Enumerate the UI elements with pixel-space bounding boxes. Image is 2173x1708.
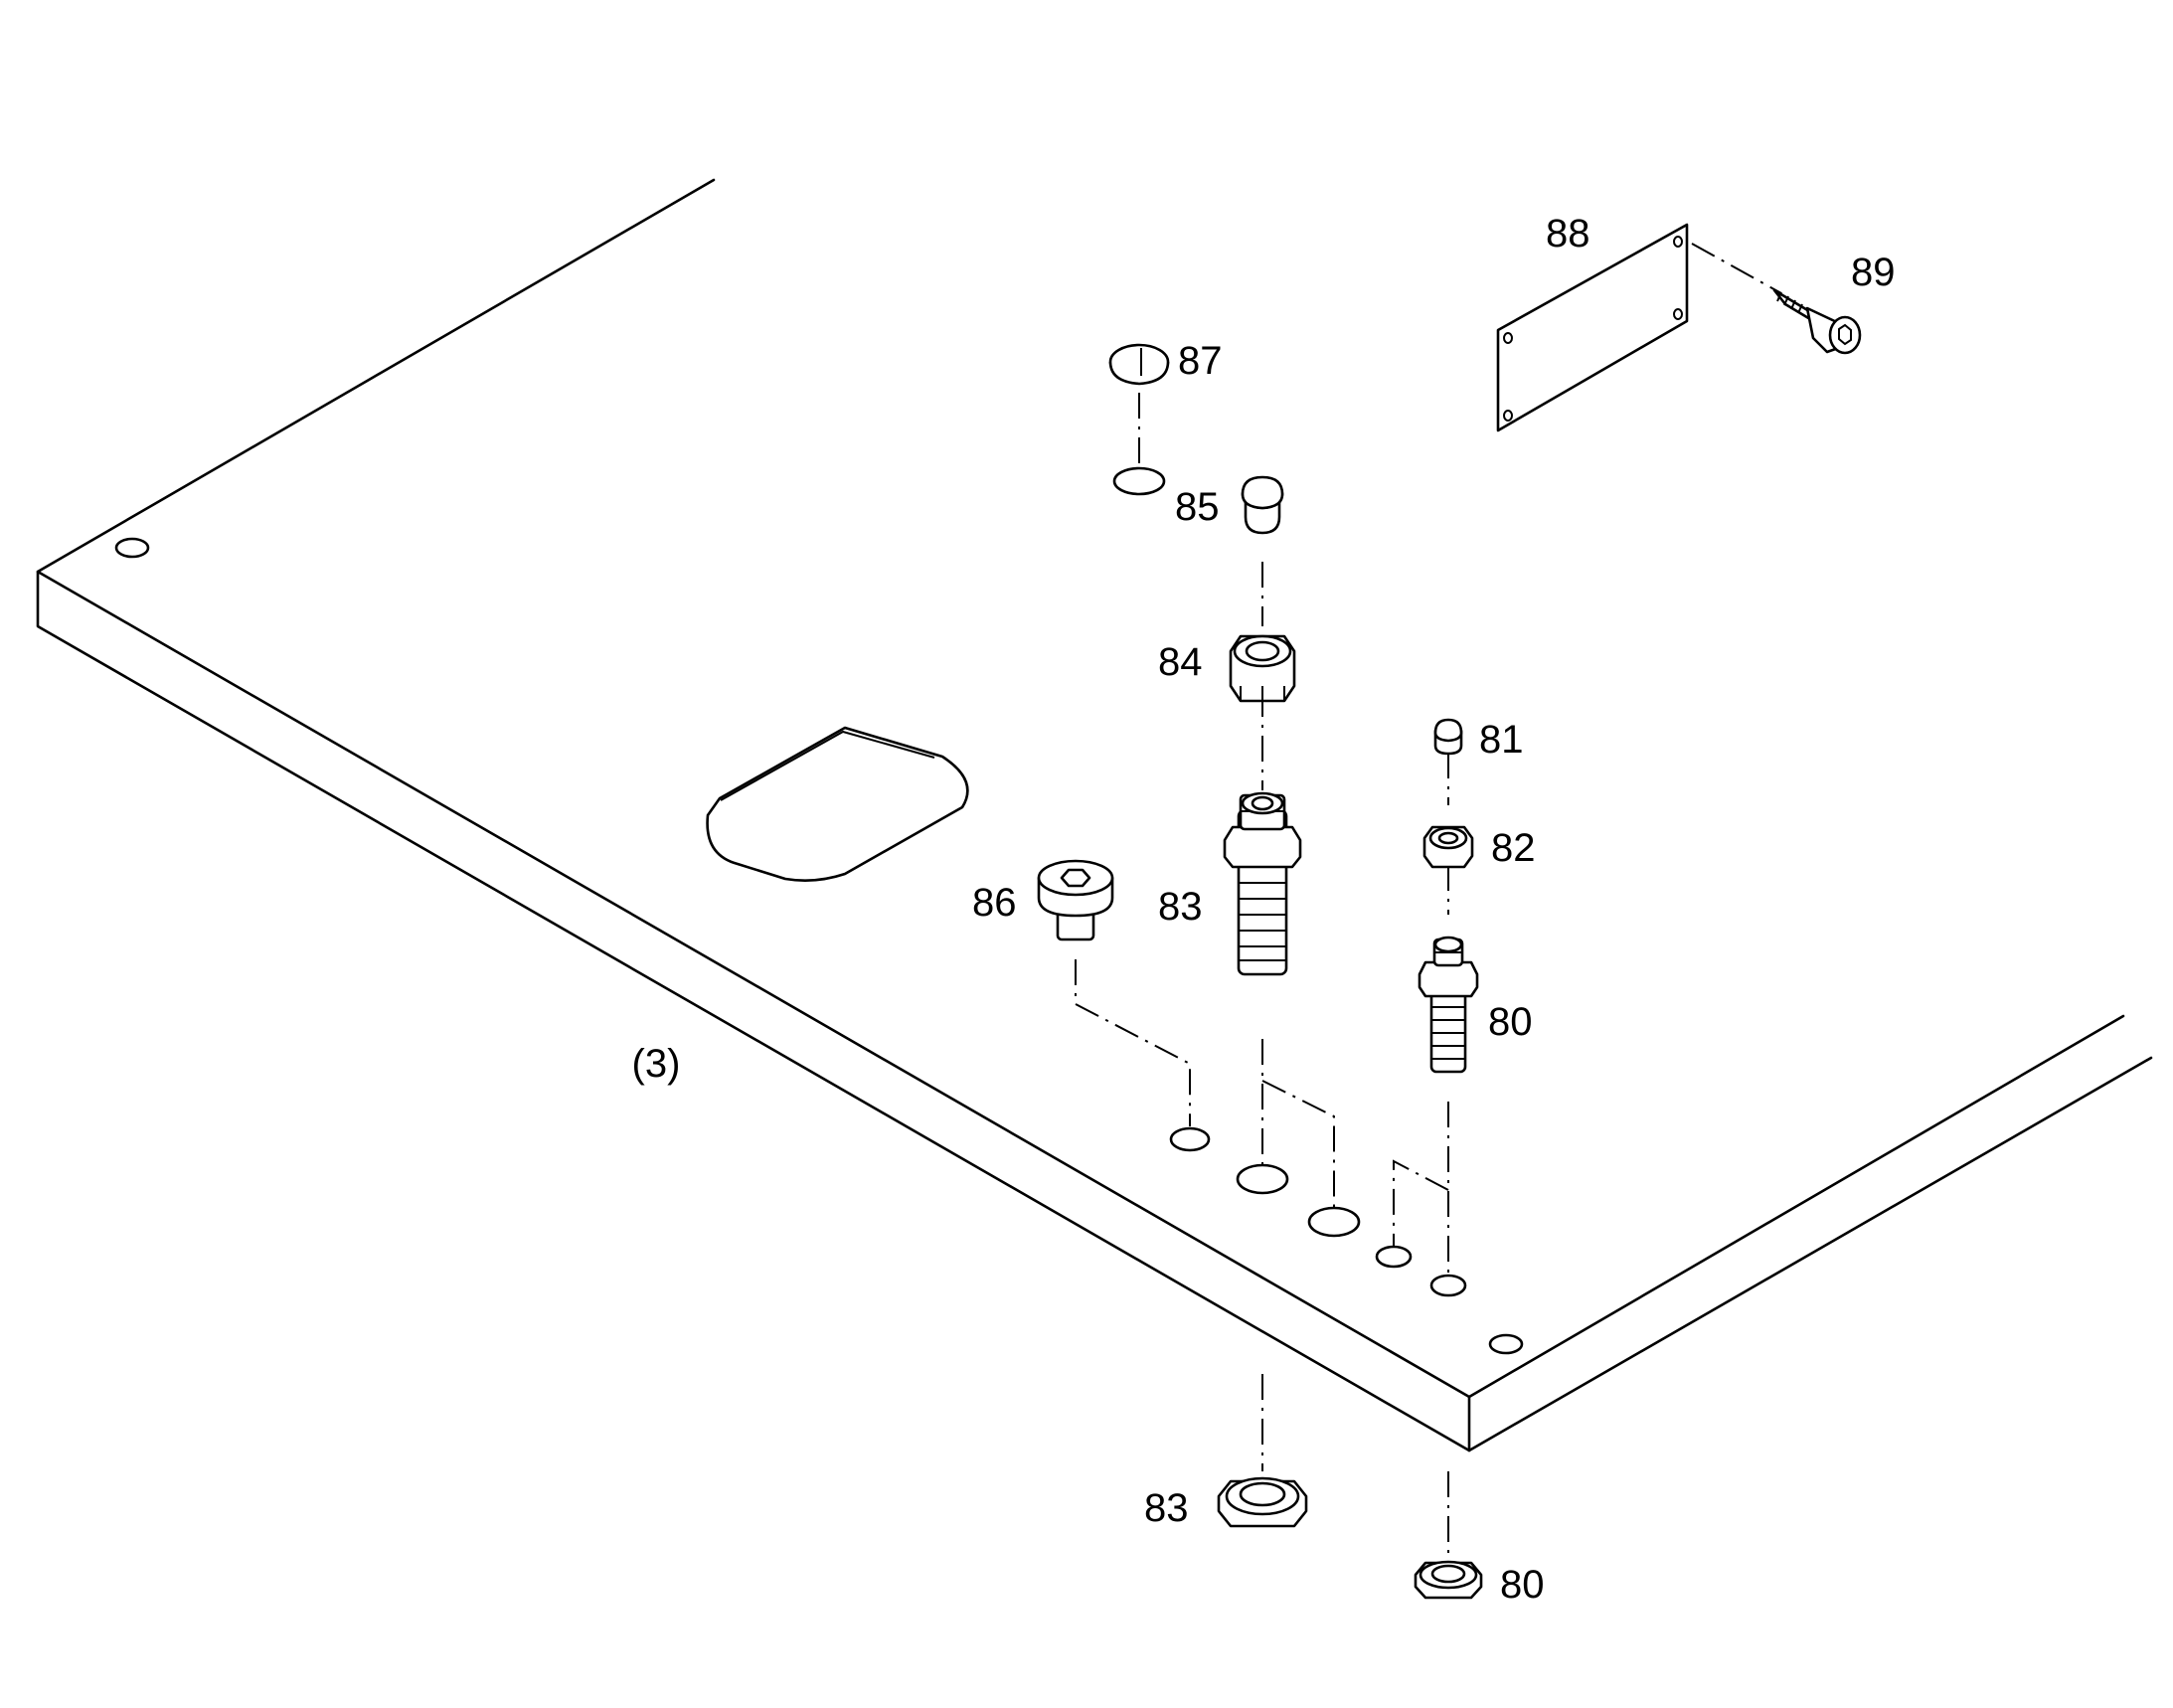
part-87-cap [1108, 343, 1170, 386]
label-83-upper: 83 [1158, 885, 1203, 929]
fitting-hole [1236, 1163, 1289, 1195]
part-81-small-cap [1433, 718, 1463, 756]
label-86: 86 [972, 881, 1017, 925]
part-80-fitting [1418, 936, 1479, 1074]
fitting-hole [1112, 466, 1166, 496]
label-87: 87 [1178, 339, 1223, 383]
label-81: 81 [1479, 718, 1524, 762]
fitting-hole [1375, 1245, 1413, 1269]
fitting-hole [1307, 1206, 1361, 1238]
label-84: 84 [1158, 640, 1203, 684]
part-82-small-nut [1422, 825, 1474, 869]
plate-label: (3) [632, 1042, 681, 1086]
label-83-lower: 83 [1144, 1486, 1189, 1530]
part-83-fitting [1223, 791, 1302, 976]
labels: (3) 87 85 84 83 86 81 82 80 83 80 88 89 [632, 212, 1896, 1607]
base-plate [36, 178, 2153, 1452]
part-88-nameplate [1496, 223, 1689, 432]
label-80-upper: 80 [1488, 1000, 1533, 1044]
part-85-plug [1241, 475, 1284, 535]
part-84-hex-nut [1229, 634, 1296, 703]
mount-hole [114, 537, 150, 559]
mount-hole [1488, 1333, 1524, 1355]
part-86-socket-plug [1037, 859, 1114, 941]
fitting-hole [1169, 1126, 1211, 1152]
label-88: 88 [1546, 212, 1590, 256]
label-89: 89 [1851, 251, 1896, 294]
part-80-jam-nut [1414, 1560, 1483, 1600]
part-89-screw [1772, 288, 1862, 355]
label-80-lower: 80 [1500, 1563, 1545, 1607]
label-85: 85 [1175, 485, 1220, 529]
assembly-lines [1075, 243, 1782, 1559]
fitting-hole [1429, 1274, 1467, 1297]
part-83-jam-nut [1217, 1476, 1308, 1528]
plate-opening [706, 726, 969, 882]
label-82: 82 [1491, 826, 1536, 870]
